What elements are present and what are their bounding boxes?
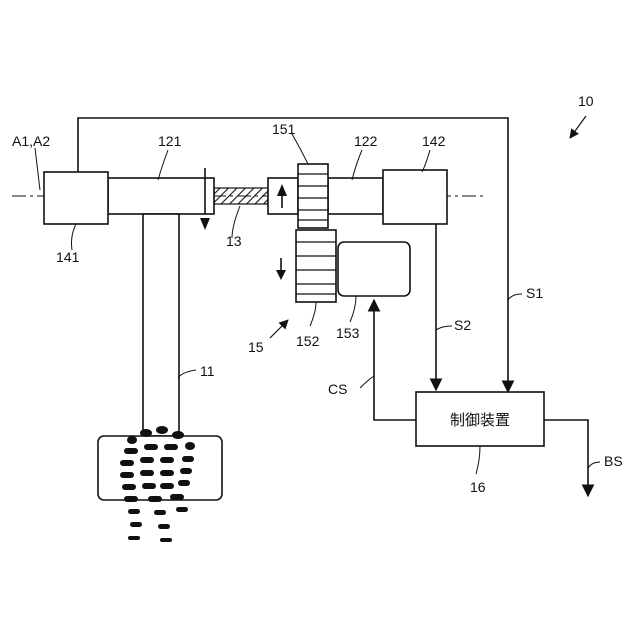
label-sensor-142: 142 [422, 133, 446, 149]
label-bs: BS [604, 453, 623, 469]
sensor-142 [383, 170, 447, 224]
label-motor-153: 153 [336, 325, 360, 341]
down-arrow-icon [200, 218, 210, 230]
down-arrow-icon-gear [276, 270, 286, 280]
unit-15-arrow [270, 320, 288, 338]
label-unit-15: 15 [248, 339, 264, 355]
shaft-122 [328, 178, 383, 214]
shaft-121 [108, 178, 214, 214]
label-shaft-121: 121 [158, 133, 182, 149]
label-s1: S1 [526, 285, 543, 301]
label-cs: CS [328, 381, 347, 397]
label-system: 10 [578, 93, 594, 109]
label-gear-151: 151 [272, 121, 296, 137]
label-s2: S2 [454, 317, 471, 333]
gear-152 [296, 230, 336, 302]
system-ref-arrow [570, 116, 586, 138]
controller-label: 制御装置 [450, 411, 510, 429]
label-column-11: 11 [200, 363, 215, 379]
label-gear-152: 152 [296, 333, 320, 349]
label-shaft-122: 122 [354, 133, 378, 149]
label-coupling-13: 13 [226, 233, 242, 249]
pedal-box [98, 436, 222, 500]
motor-153 [338, 242, 410, 296]
coupling-13 [214, 188, 268, 204]
signal-cs-line [374, 300, 416, 420]
label-axes: A1,A2 [12, 133, 50, 149]
label-controller-16: 16 [470, 479, 486, 495]
signal-bs-line [544, 420, 588, 496]
axes-leader [35, 148, 40, 190]
steering-column-11 [143, 214, 179, 436]
sensor-141 [44, 172, 108, 224]
label-sensor-141: 141 [56, 249, 80, 265]
